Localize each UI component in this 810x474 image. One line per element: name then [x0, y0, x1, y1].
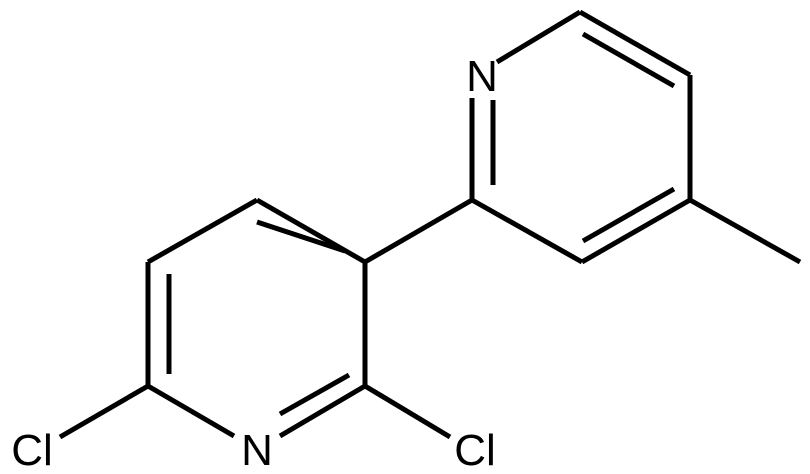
bond-methyl	[688, 197, 802, 265]
atom-label-n-lower: N	[241, 426, 273, 474]
upper-pyridine-ring	[469, 9, 802, 265]
bond-c4-c3-upper	[580, 197, 692, 265]
bond-c6-cl-left	[58, 383, 150, 440]
bond-c3-c2-upper	[470, 197, 584, 265]
bond-c3-c4-lower-inner	[256, 219, 346, 254]
bond-c6-c5-upper	[578, 9, 692, 78]
atom-label-n-upper: N	[466, 52, 498, 101]
bond-biaryl-link	[363, 197, 474, 265]
atom-label-cl-right: Cl	[454, 426, 496, 474]
bond-c4-c3-upper-inner	[581, 186, 676, 244]
lower-pyridine-ring	[58, 197, 452, 440]
bond-c6-n-lower	[146, 383, 236, 439]
bond-n-c2-lower-inner	[278, 372, 351, 417]
bond-n-c6-upper	[495, 9, 582, 65]
bond-c4-c5-lower	[146, 197, 259, 265]
bond-n-c2-lower	[278, 383, 367, 439]
bond-c6-c5-upper-inner	[581, 31, 676, 89]
bond-c3-c4-lower	[255, 197, 367, 265]
atom-label-cl-left: Cl	[11, 426, 53, 474]
bond-c2-cl-right	[363, 383, 452, 440]
